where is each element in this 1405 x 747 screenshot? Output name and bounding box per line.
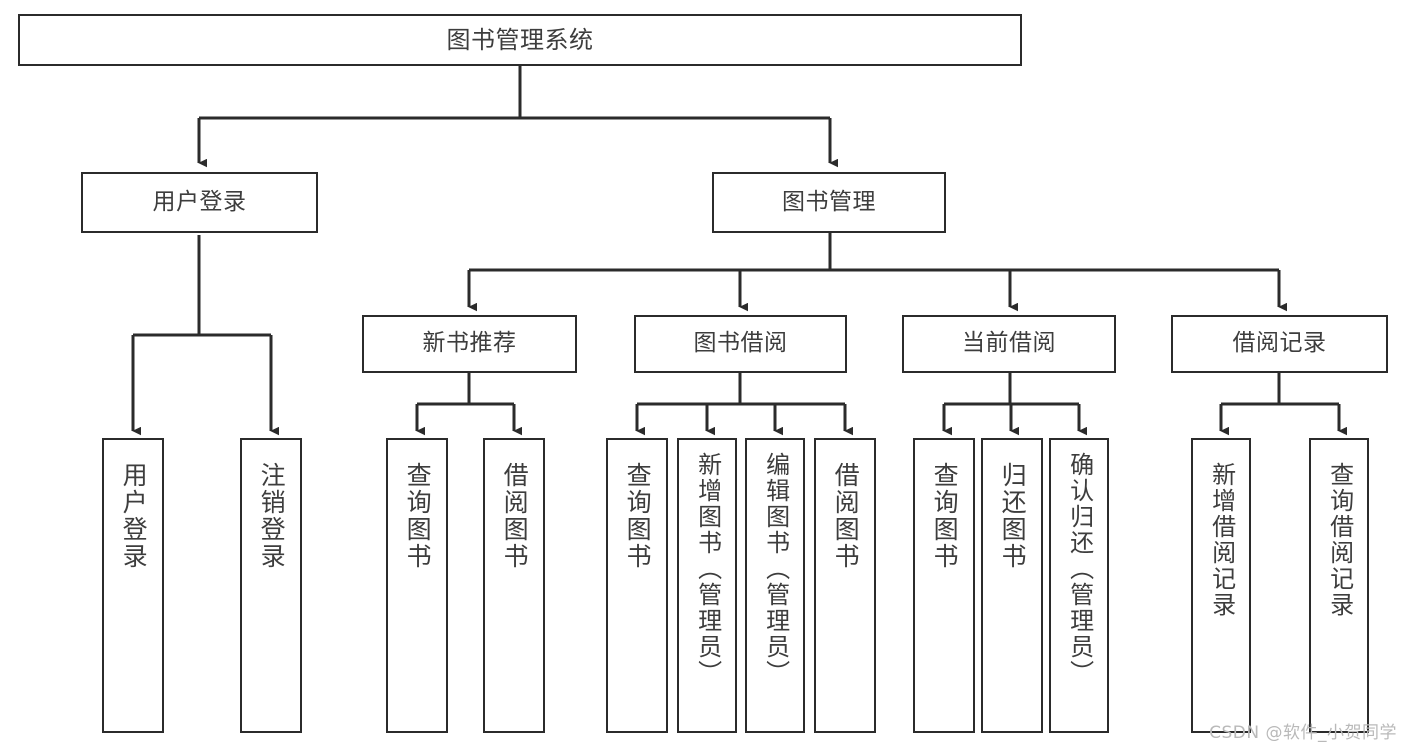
- watermark: CSDN @软件_小贺同学: [1209, 723, 1397, 743]
- leaf-add-borrow-record[interactable]: 新增借阅记录: [1191, 438, 1251, 733]
- leaf-query-borrow-record[interactable]: 查询借阅记录: [1309, 438, 1369, 733]
- leaf-label: 查询借阅记录: [1325, 462, 1354, 618]
- node-borrow-record[interactable]: 借阅记录: [1171, 315, 1388, 373]
- leaf-borrow-book[interactable]: 借阅图书: [814, 438, 876, 733]
- node-book-borrow[interactable]: 图书借阅: [634, 315, 847, 373]
- leaf-label: 查询图书: [930, 462, 960, 570]
- node-label: 用户登录: [152, 188, 247, 215]
- leaf-label: 借阅图书: [500, 462, 530, 570]
- leaf-label: 查询图书: [403, 462, 433, 570]
- node-label: 图书管理系统: [446, 25, 594, 54]
- leaf-query-book-borrow[interactable]: 查询图书: [606, 438, 668, 733]
- leaf-label: 新增图书（管理员）: [693, 452, 722, 686]
- leaf-label: 注销登录: [257, 462, 287, 570]
- leaf-borrow-book-new[interactable]: 借阅图书: [483, 438, 545, 733]
- leaf-label: 借阅图书: [831, 462, 861, 570]
- node-user-login[interactable]: 用户登录: [81, 172, 318, 233]
- leaf-label: 新增借阅记录: [1207, 462, 1236, 618]
- leaf-add-book-admin[interactable]: 新增图书（管理员）: [677, 438, 737, 733]
- leaf-return-book[interactable]: 归还图书: [981, 438, 1043, 733]
- leaf-label: 查询图书: [623, 462, 653, 570]
- node-label: 图书借阅: [693, 330, 788, 357]
- node-label: 图书管理: [782, 188, 876, 215]
- leaf-query-book-current[interactable]: 查询图书: [913, 438, 975, 733]
- leaf-edit-book-admin[interactable]: 编辑图书（管理员）: [745, 438, 805, 733]
- leaf-confirm-return-admin[interactable]: 确认归还（管理员）: [1049, 438, 1109, 733]
- leaf-query-book-new[interactable]: 查询图书: [386, 438, 448, 733]
- node-new-book-recommend[interactable]: 新书推荐: [362, 315, 577, 373]
- node-label: 当前借阅: [962, 330, 1056, 357]
- node-current-borrow[interactable]: 当前借阅: [902, 315, 1116, 373]
- node-root-system[interactable]: 图书管理系统: [18, 14, 1022, 66]
- node-label: 借阅记录: [1232, 330, 1327, 357]
- leaf-logout[interactable]: 注销登录: [240, 438, 302, 733]
- leaf-label: 用户登录: [119, 462, 149, 570]
- node-label: 新书推荐: [422, 330, 517, 357]
- leaf-label: 确认归还（管理员）: [1065, 452, 1094, 686]
- leaf-user-login[interactable]: 用户登录: [102, 438, 164, 733]
- leaf-label: 归还图书: [998, 462, 1028, 570]
- leaf-label: 编辑图书（管理员）: [761, 452, 790, 686]
- node-book-management[interactable]: 图书管理: [712, 172, 946, 233]
